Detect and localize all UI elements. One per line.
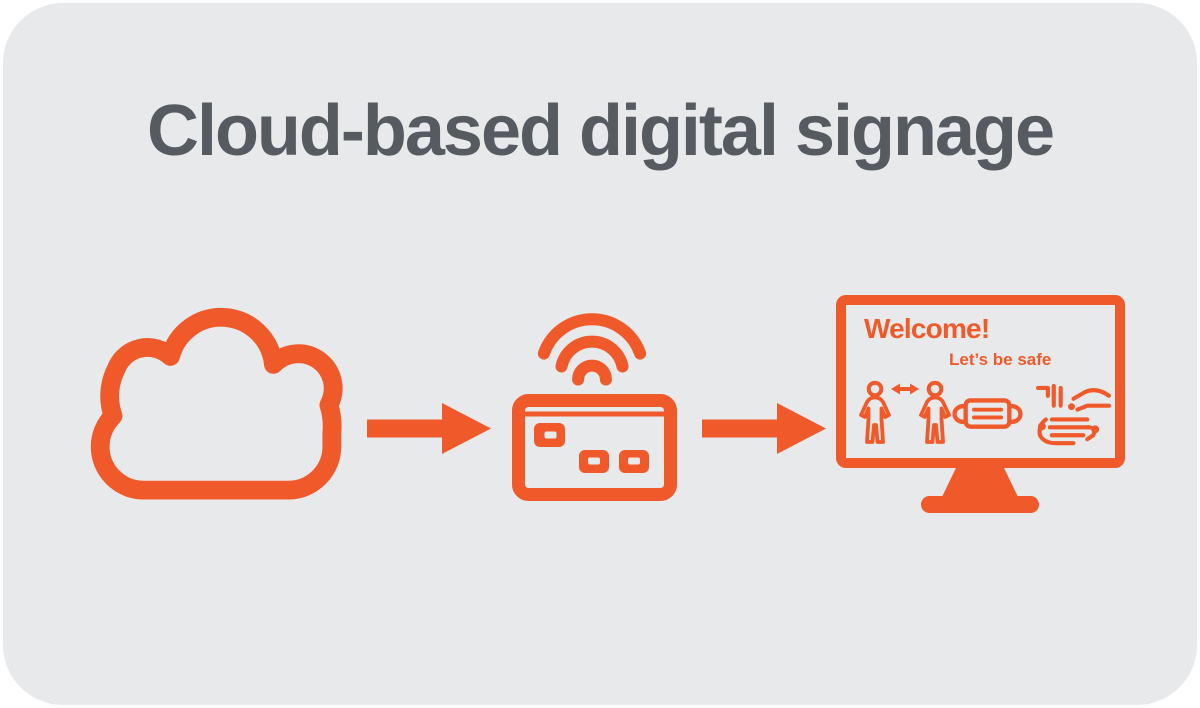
- monitor-screen: Welcome! Let’s be safe: [846, 305, 1115, 458]
- infographic-card: [3, 3, 1197, 705]
- arrow-right-icon: [702, 403, 826, 454]
- page-title: Cloud-based digital signage: [146, 91, 1055, 172]
- face-mask-icon: [952, 398, 1023, 429]
- monitor-stand-neck: [942, 467, 1018, 497]
- cloud-icon: [90, 307, 343, 500]
- soap-bubbles: [1037, 403, 1100, 434]
- social-distancing-icon: [859, 380, 951, 444]
- safety-subheading: Let’s be safe: [949, 350, 1052, 369]
- person-figure: [859, 380, 891, 444]
- media-player-icon: [512, 394, 677, 501]
- arrow-right-icon: [367, 403, 491, 454]
- monitor-frame: Welcome! Let’s be safe: [836, 295, 1125, 468]
- distance-arrow: [891, 383, 919, 395]
- welcome-heading: Welcome!: [864, 313, 990, 344]
- hand-washing-icon: [1035, 383, 1112, 446]
- media-player-ports: [534, 423, 649, 473]
- monitor-stand-base: [921, 496, 1039, 513]
- wifi-icon: [537, 313, 647, 386]
- person-figure: [919, 380, 951, 444]
